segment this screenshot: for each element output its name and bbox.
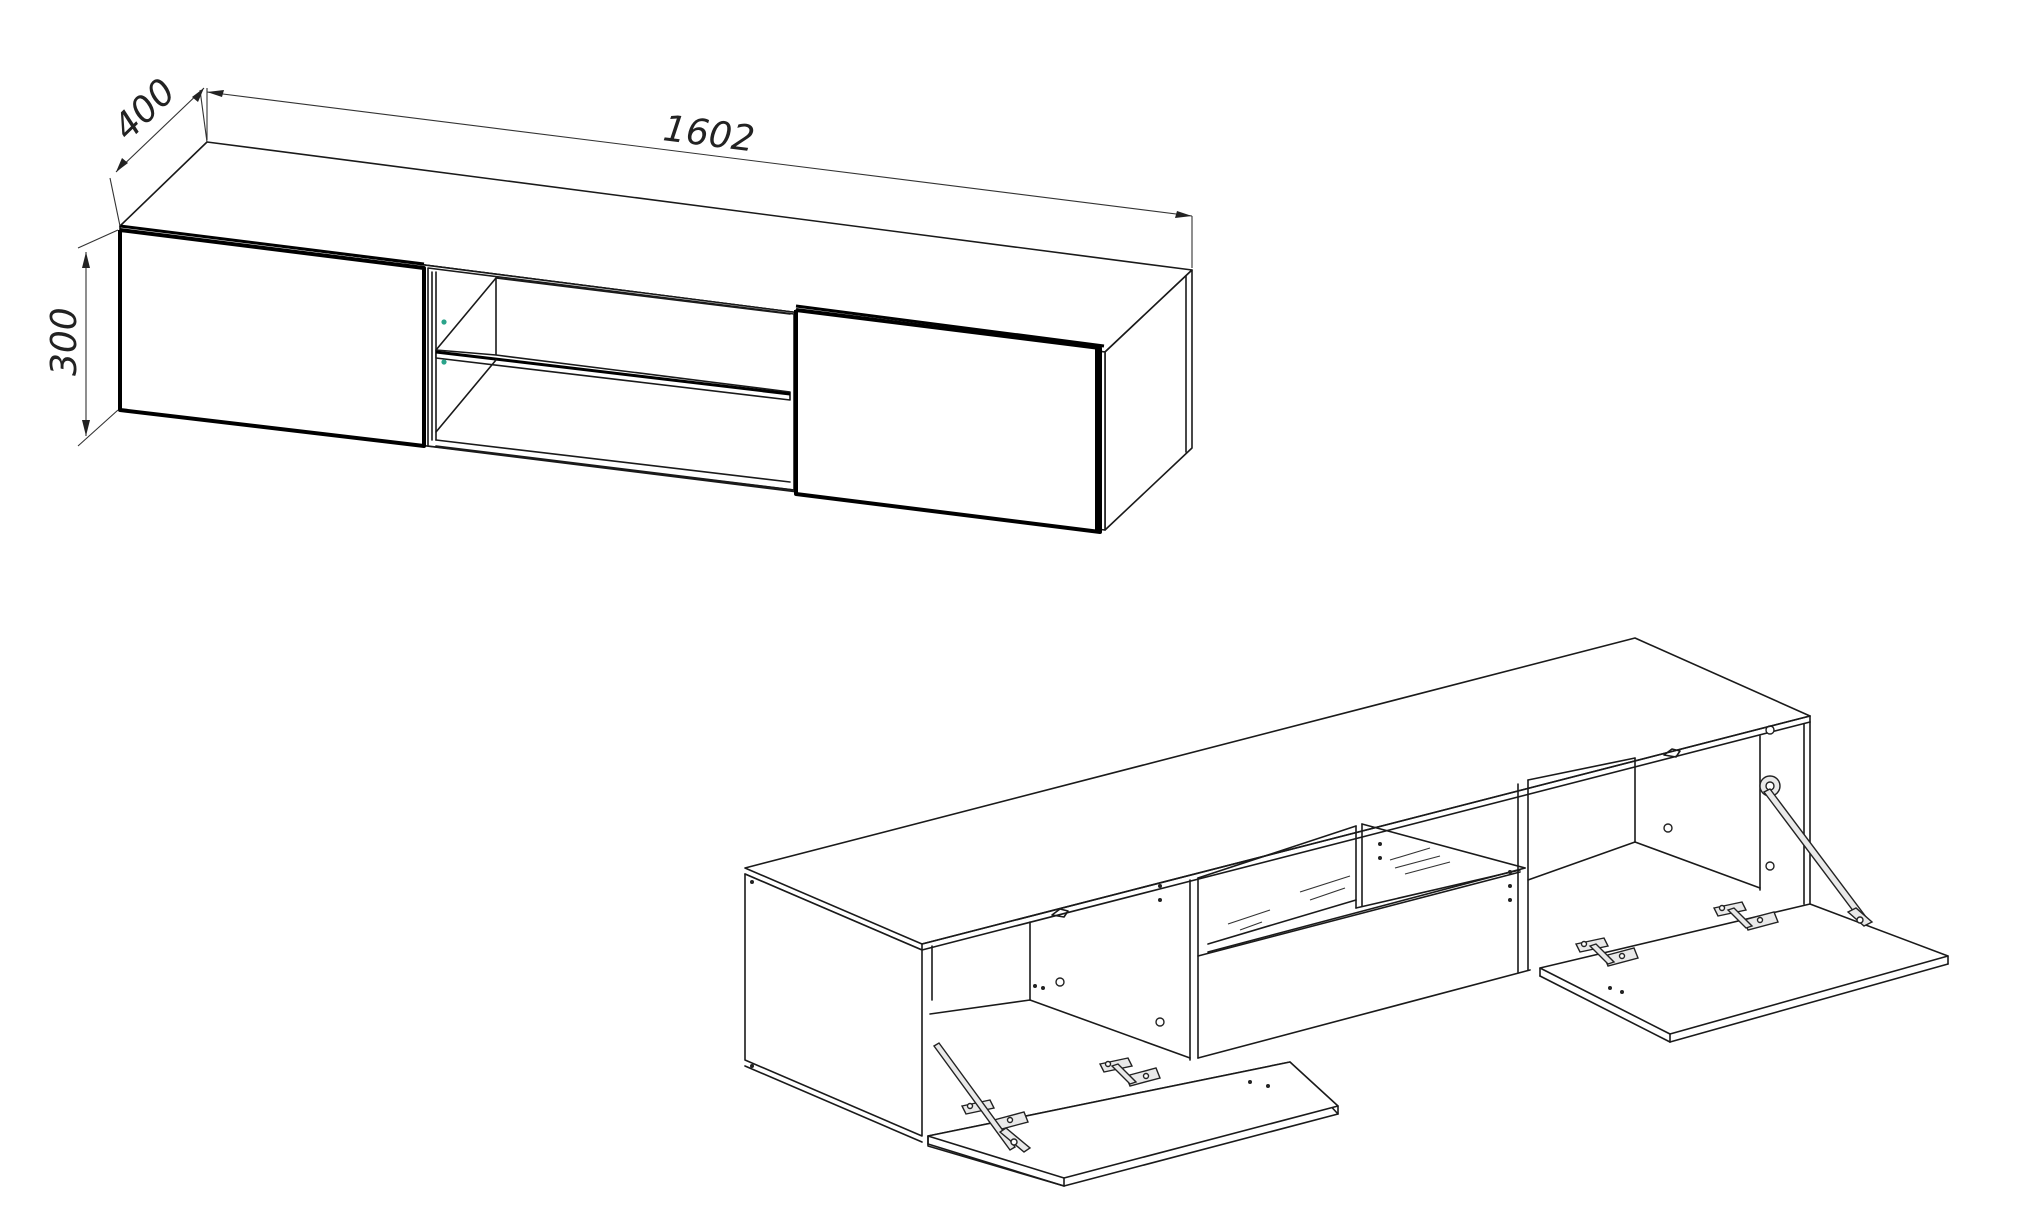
dimension-width-label: 1602 — [661, 108, 757, 160]
shelf-peg — [441, 319, 447, 325]
dimension-height: 300 — [44, 229, 119, 447]
mounting-hole — [1765, 861, 1775, 871]
open-cabinet-view — [744, 637, 1949, 1187]
dimension-depth-label: 400 — [106, 71, 184, 148]
mounting-hole — [1663, 823, 1673, 833]
left-flap-door — [927, 1042, 1339, 1187]
open-cabinet-left-side — [744, 873, 923, 1137]
right-flap-door — [1539, 775, 1949, 1043]
dimension-height-label: 300 — [44, 307, 85, 376]
mounting-hole — [1055, 977, 1065, 987]
hinge — [1712, 901, 1779, 931]
left-compartment — [929, 877, 1199, 1061]
right-compartment — [1527, 725, 1775, 891]
shelf-peg — [441, 359, 447, 365]
hinge — [1574, 937, 1639, 967]
dimension-width: 1602 — [206, 88, 1193, 268]
mounting-hole — [1155, 1017, 1165, 1027]
closed-cabinet-view: 1602 400 300 — [44, 71, 1193, 534]
gas-stay-strut — [932, 1042, 1032, 1153]
gas-stay-strut — [1759, 775, 1874, 927]
hinge — [1098, 1057, 1161, 1087]
middle-glass-compartment — [1197, 779, 1531, 1059]
open-cabinet-top — [744, 637, 1811, 945]
